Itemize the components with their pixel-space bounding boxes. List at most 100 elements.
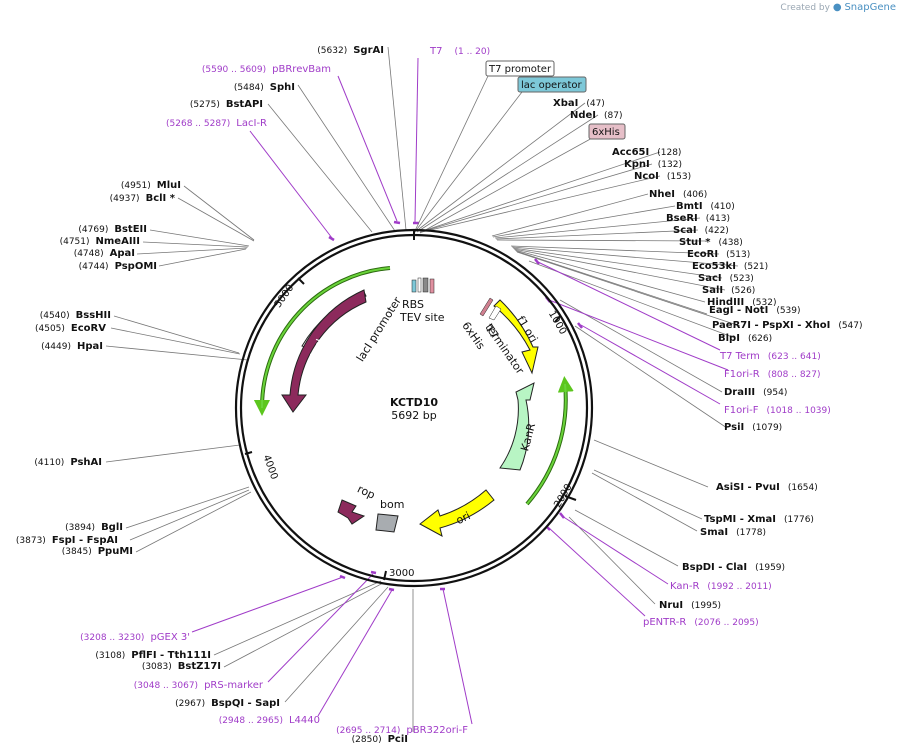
site-label-left: EcoRV (4505): [35, 323, 106, 334]
site-name: PsiI: [724, 422, 744, 433]
site-label-left: HpaI(4449): [41, 341, 103, 352]
tev-label: TEV site: [399, 311, 445, 324]
site-label-right: Eco53kI (521): [692, 261, 768, 272]
site-position: (406): [683, 190, 707, 200]
site-label-left: T7(1 .. 20): [429, 46, 490, 57]
scale-ticks: [244, 229, 577, 581]
his-tag-box: [588, 123, 626, 140]
site-label-left: ApaI(4748): [74, 248, 135, 259]
site-name: SgrAI: [353, 45, 384, 56]
site-position: (153): [667, 172, 691, 182]
site-name: BclI *: [146, 193, 176, 204]
plasmid-size: 5692 bp: [391, 409, 436, 422]
site-label-left: BstZ17I(3083): [142, 661, 221, 672]
site-name: HindIII: [707, 297, 744, 308]
site-position: (521): [744, 262, 768, 272]
site-label-right: EcoRI(513): [687, 249, 750, 260]
site-label-left: FspI - FspAI(3873): [16, 535, 118, 546]
site-position: (3108): [95, 651, 125, 661]
site-label-right: BmtI(410): [676, 201, 735, 212]
bom-label: bom: [380, 498, 404, 511]
site-position: (3845): [62, 547, 92, 557]
t7-promoter-box: [485, 60, 555, 77]
site-name: PaeR7I - PspXI - XhoI: [712, 320, 830, 331]
site-name: NheI: [649, 189, 675, 200]
site-position: (626): [748, 334, 772, 344]
site-name: pBRrevBam: [272, 64, 331, 75]
site-label-left: BspQI - SapI(2967): [175, 698, 280, 709]
site-name: ScaI: [673, 225, 697, 236]
site-label-left: BstEII(4769): [78, 224, 147, 235]
site-position: (1654): [788, 483, 818, 493]
site-name: LacI-R: [236, 118, 267, 129]
site-position: (547): [838, 321, 862, 331]
site-label-left: BglI(3894): [65, 522, 123, 533]
site-name: pENTR-R: [643, 617, 686, 628]
site-position: (1018 .. 1039): [766, 406, 830, 416]
branding: Created by ● SnapGene: [780, 2, 896, 13]
site-name: BssHII: [76, 310, 111, 321]
rop-label: rop: [355, 482, 377, 501]
site-name: EcoRV: [71, 323, 106, 334]
site-label-right: SmaI(1778): [700, 527, 766, 538]
site-name: F1ori-F: [724, 405, 759, 416]
site-position: (4505): [35, 324, 65, 334]
plasmid-name: KCTD10: [390, 396, 438, 409]
site-name: PpuMI: [98, 546, 133, 557]
site-name: MluI: [157, 180, 181, 191]
site-name: F1ori-R: [724, 369, 760, 380]
site-name: Acc65I: [612, 147, 649, 158]
t7-terminator-mark: [488, 305, 502, 321]
site-label-right: PsiI(1079): [724, 422, 782, 433]
site-label-left: pBRrevBam(5590 .. 5609): [202, 64, 331, 75]
site-position: (1959): [755, 563, 785, 573]
site-name: pBR322ori-F: [406, 725, 468, 736]
site-name: SalI: [702, 285, 723, 296]
site-name: NmeAIII: [96, 236, 140, 247]
site-name: pRS-marker: [204, 680, 264, 691]
site-name: PflFI - Tth111I: [131, 650, 211, 661]
site-name: NruI: [659, 600, 683, 611]
site-name: PshAI: [70, 457, 102, 468]
site-label-right: F1ori-R(808 .. 827): [724, 369, 821, 380]
site-name: KpnI: [624, 159, 650, 170]
site-position: (4540): [40, 311, 70, 321]
site-name: TspMI - XmaI: [704, 514, 776, 525]
site-label-left: pGEX 3'(3208 .. 3230): [80, 632, 190, 643]
site-position: (2948 .. 2965): [219, 716, 283, 726]
site-name: NdeI: [570, 110, 596, 121]
site-name: BstAPI: [226, 99, 263, 110]
site-label-left: PspOMI(4744): [79, 261, 157, 272]
site-label-right: F1ori-F (1018 .. 1039): [724, 405, 831, 416]
site-position: (954): [763, 388, 787, 398]
right-site-labels: XbaI(47)NdeI(87)Acc65I(128)KpnI(132)NcoI…: [553, 98, 863, 628]
site-name: PciI: [388, 734, 408, 745]
site-label-right: BlpI(626): [718, 333, 772, 344]
rbs-label: RBS: [402, 298, 424, 311]
snapgene-brand-text: SnapGene: [844, 2, 896, 13]
site-label-left: PciI(2850): [352, 734, 408, 745]
t7-promoter-label: T7 promoter: [488, 64, 552, 75]
site-name: Eco53kI: [692, 261, 736, 272]
tick-label-3000: 3000: [389, 568, 414, 579]
site-position: (2076 .. 2095): [694, 618, 758, 628]
site-label-right: EagI - NotI(539): [709, 305, 801, 316]
site-position: (5484): [234, 83, 264, 93]
site-name: T7 Term: [719, 351, 760, 362]
site-position: (3048 .. 3067): [134, 681, 198, 691]
site-position: (4769): [78, 225, 108, 235]
tev-mark: [422, 277, 429, 293]
site-name: pGEX 3': [150, 632, 190, 643]
site-label-left: pBR322ori-F(2695 .. 2714): [336, 725, 468, 736]
left-site-labels: SgrAI(5632)pBRrevBam(5590 .. 5609)SphI(5…: [16, 45, 490, 745]
ori-label: ori: [454, 509, 472, 527]
site-position: (4751): [60, 237, 90, 247]
site-name: BglI: [101, 522, 123, 533]
site-label-right: XbaI(47): [553, 98, 605, 109]
site-position: (4449): [41, 342, 71, 352]
lac-operator-mark: [411, 279, 417, 293]
site-label-left: MluI(4951): [121, 180, 181, 191]
site-position: (523): [730, 274, 754, 284]
site-label-left: SphI(5484): [234, 82, 295, 93]
